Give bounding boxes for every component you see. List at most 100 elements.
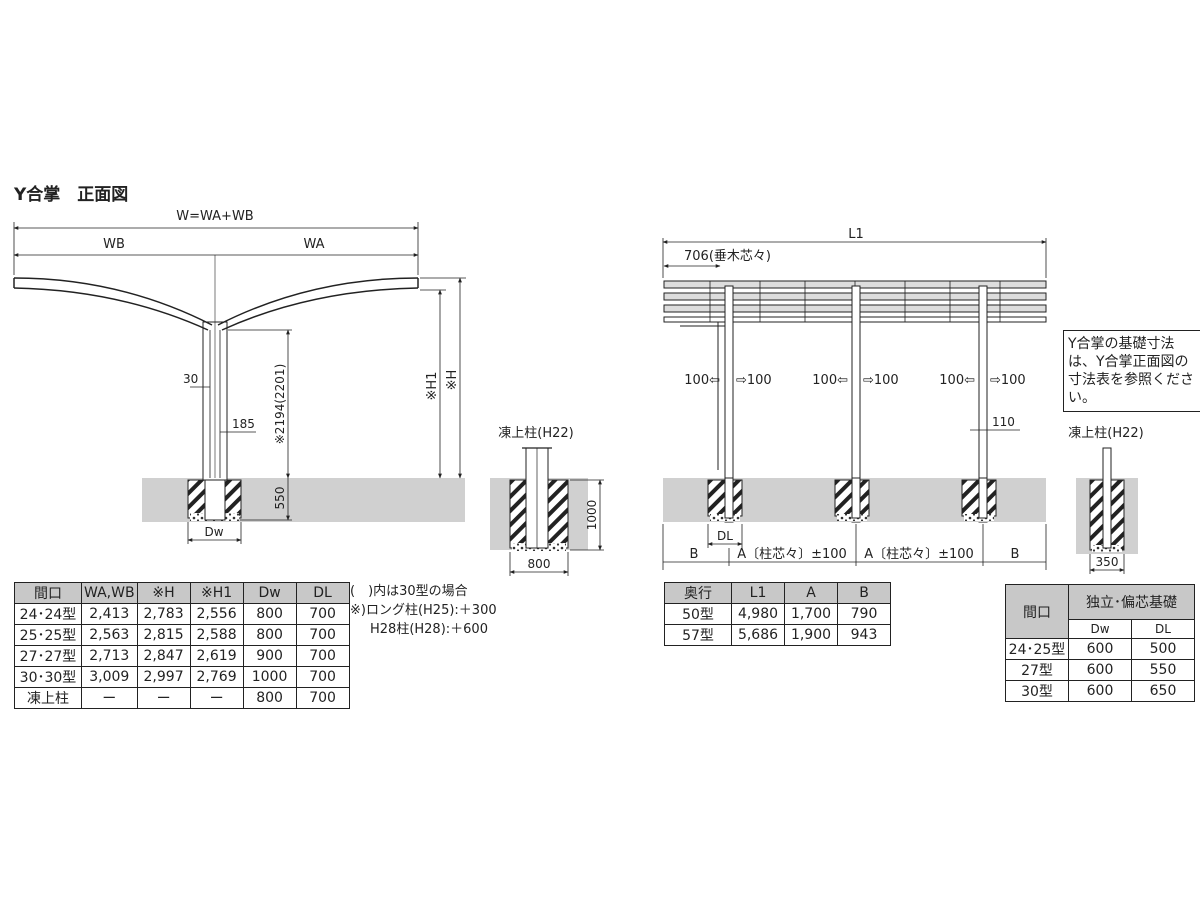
cell: 2,556 [189, 603, 244, 625]
cell: 27･27型 [14, 645, 82, 667]
cell: 1000 [242, 666, 297, 688]
cell: ー [189, 687, 244, 709]
cell: 650 [1131, 680, 1195, 702]
cell: 57型 [664, 624, 732, 646]
cell: 1,900 [784, 624, 838, 646]
cell: 30･30型 [14, 666, 82, 688]
dim-110: 110 [992, 415, 1015, 429]
width-label: W=WA+WB [176, 209, 253, 224]
b-label-right: B [1011, 547, 1020, 562]
note-line-3: H28柱(H28):＋600 [370, 622, 488, 637]
cell: 2,619 [189, 645, 244, 667]
side-view: L1 706(垂木芯々) 100⇦ ⇨100 100 [662, 227, 1047, 570]
cell: 24･25型 [1005, 638, 1069, 660]
frost-post-label-2: 凍上柱(H22) [1068, 425, 1143, 441]
cell: 2,997 [136, 666, 191, 688]
cell: ー [136, 687, 191, 709]
table-subheader-row: Dw DL [1006, 619, 1195, 639]
th-maguchi: 間口 [14, 582, 82, 604]
cell: 3,009 [81, 666, 138, 688]
dim-1000: 1000 [585, 500, 599, 531]
cell: 900 [242, 645, 297, 667]
cell: 790 [837, 603, 891, 625]
note-line-2: ※)ロング柱(H25):＋300 [350, 603, 497, 618]
th-l1: L1 [731, 582, 785, 604]
cell: 943 [837, 624, 891, 646]
th-dl: DL [295, 582, 350, 604]
offset-right-2: ⇨100 [863, 373, 899, 388]
a-label-2: A〔柱芯々〕±100 [864, 547, 974, 562]
table-header-row: 間口 独立･偏芯基礎 [1005, 584, 1195, 639]
cell: 24･24型 [14, 603, 82, 625]
dim-2194: ※2194(2201) [273, 364, 287, 445]
frost-post-label: 凍上柱(H22) [498, 425, 573, 441]
cell: 700 [295, 687, 350, 709]
table-header-row: 間口 WA,WB ※H ※H1 Dw DL [14, 582, 350, 604]
cell: 2,769 [189, 666, 244, 688]
dw-label: Dw [204, 525, 223, 539]
cell: 800 [242, 687, 297, 709]
th-dl-2: DL [1131, 619, 1195, 639]
wb-label: WB [103, 237, 125, 252]
cell: 2,847 [136, 645, 191, 667]
front-view: W=WA+WB WB WA 30 185 ※2194(2201) 550 ※H1… [13, 209, 466, 544]
cell: 700 [295, 624, 350, 646]
cell: 30型 [1005, 680, 1069, 702]
th-b: B [837, 582, 891, 604]
dim-185: 185 [232, 417, 255, 431]
cell: ー [81, 687, 138, 709]
l1-label: L1 [848, 227, 864, 242]
table-header-row: 奥行 L1 A B [664, 582, 891, 604]
diagram-title: Y合掌 正面図 [13, 184, 128, 205]
cell: 700 [295, 666, 350, 688]
cell: 2,413 [81, 603, 138, 625]
cell: 50型 [664, 603, 732, 625]
dim-800: 800 [528, 557, 551, 571]
cell: 600 [1068, 638, 1132, 660]
foundation-note-box: Y合掌の基礎寸法は、Y合掌正面図の寸法表を参照ください。 [1063, 330, 1200, 412]
b-label-left: B [690, 547, 699, 562]
cell: 5,686 [731, 624, 785, 646]
th-okuyuki: 奥行 [664, 582, 732, 604]
th-foundation: 独立･偏芯基礎 [1068, 584, 1195, 620]
offset-left-1: 100⇦ [684, 373, 720, 388]
th-a: A [784, 582, 838, 604]
th-maguchi-2: 間口 [1005, 584, 1069, 639]
cell: 25･25型 [14, 624, 82, 646]
cell: 凍上柱 [14, 687, 82, 709]
cell: 800 [242, 603, 297, 625]
cell: 2,815 [136, 624, 191, 646]
roof-arm-right [217, 277, 419, 326]
cell: 700 [295, 603, 350, 625]
th-dw-2: Dw [1068, 619, 1132, 639]
cell: 500 [1131, 638, 1195, 660]
offset-right-3: ⇨100 [990, 373, 1026, 388]
h-label: ※H [445, 370, 460, 391]
offset-left-2: 100⇦ [812, 373, 848, 388]
dim-706: 706(垂木芯々) [684, 249, 771, 264]
cell: 2,588 [189, 624, 244, 646]
cell: 550 [1131, 659, 1195, 681]
th-dw: Dw [242, 582, 297, 604]
wa-label: WA [303, 237, 324, 252]
dim-550: 550 [273, 487, 287, 510]
cell: 800 [242, 624, 297, 646]
dim-350: 350 [1096, 555, 1119, 569]
cell: 4,980 [731, 603, 785, 625]
cell: 27型 [1005, 659, 1069, 681]
note-line-1: ( )内は30型の場合 [350, 584, 468, 599]
cell: 600 [1068, 659, 1132, 681]
dl-label: DL [717, 529, 733, 543]
